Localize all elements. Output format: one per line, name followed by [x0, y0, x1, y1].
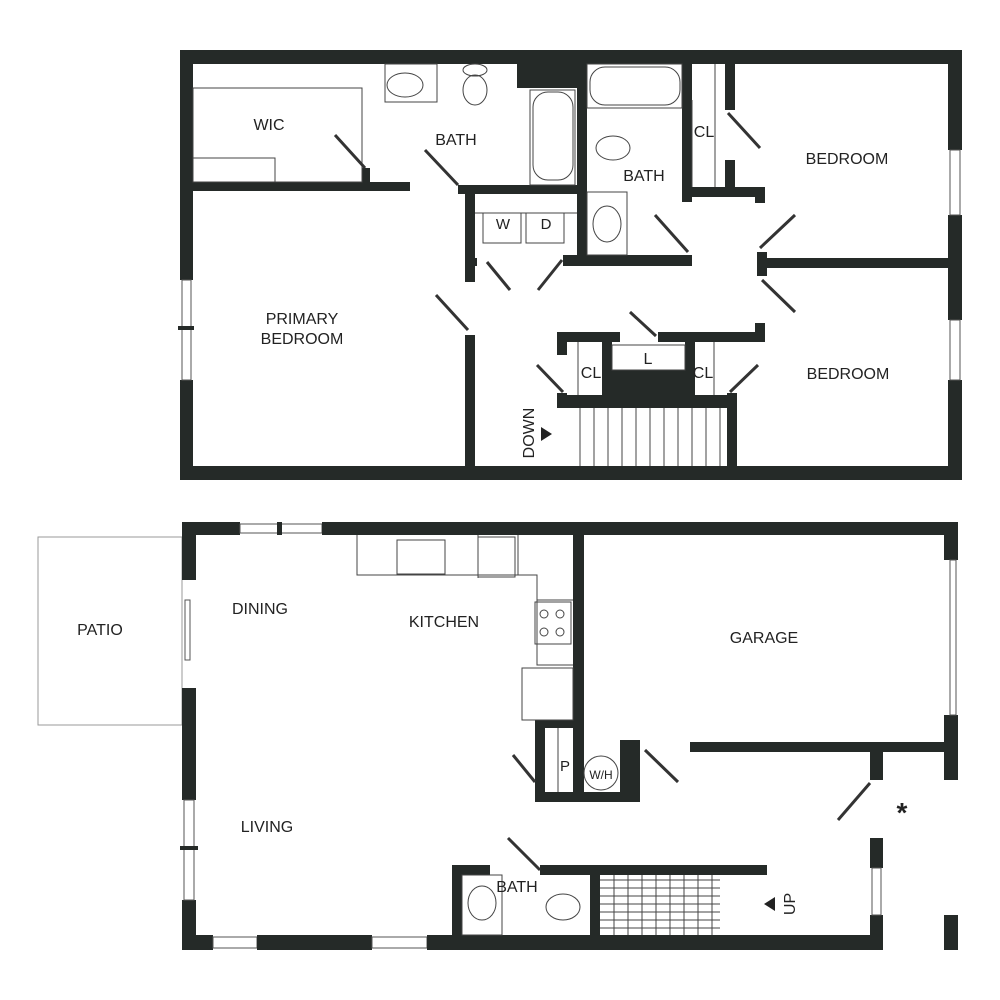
dryer-label: D	[541, 216, 552, 233]
door-laundry-left[interactable]	[485, 261, 512, 291]
stairs-down-label: DOWN	[521, 408, 538, 459]
room-label-bedroom: BEDROOM	[806, 151, 889, 168]
door-laundry-right[interactable]	[536, 259, 564, 291]
upper-doors	[333, 111, 797, 394]
lower-walls	[180, 522, 958, 950]
stove-icon	[534, 601, 572, 645]
water-heater-icon	[583, 755, 619, 791]
upper-walls	[178, 50, 962, 480]
room-label-kitchen: KITCHEN	[409, 614, 479, 631]
water-heater-label: W/H	[589, 768, 612, 782]
toilet-icon	[595, 135, 631, 161]
room-label-bedroom: BEDROOM	[807, 366, 890, 383]
arrow-left-icon	[764, 897, 775, 911]
room-label-hall-bath: BATH	[623, 168, 664, 185]
lower-floor: PATIO DINING KITCHEN GARAGE P W/H LIVING…	[37, 522, 958, 950]
room-label-primary-bath: BATH	[435, 132, 476, 149]
upper-floor: WIC BATH BATH CL BEDROOM W D PRIMARY BED…	[178, 50, 962, 480]
toilet-icon	[462, 74, 488, 106]
upper-fixtures	[192, 63, 716, 395]
door-closet-3[interactable]	[728, 363, 760, 394]
room-label-closet: CL	[693, 365, 714, 382]
room-label-garage: GARAGE	[730, 630, 798, 647]
room-label-wic: WIC	[253, 117, 284, 134]
lower-doors	[506, 748, 872, 872]
lower-stairs[interactable]	[600, 875, 775, 935]
sliding-door[interactable]	[184, 599, 191, 661]
dishwasher-icon	[521, 667, 574, 721]
refrigerator-icon	[477, 536, 516, 578]
room-label-closet: CL	[581, 365, 602, 382]
entry-marker: *	[897, 797, 908, 828]
toilet-icon	[545, 893, 581, 921]
upper-stairs[interactable]	[541, 408, 721, 466]
room-label-linen: L	[644, 351, 653, 368]
sink-icon	[467, 885, 497, 921]
kitchen-sink-icon	[396, 539, 446, 575]
room-label-pantry: P	[560, 758, 570, 775]
washer-label: W	[496, 216, 511, 233]
stairs-up-label: UP	[782, 893, 799, 915]
door-linen[interactable]	[628, 310, 658, 338]
washer-icon	[482, 212, 522, 244]
lower-fixtures	[356, 535, 619, 936]
door-bedroom-1[interactable]	[758, 213, 797, 250]
bathtub-icon	[529, 89, 576, 186]
door-primary-bath[interactable]	[423, 148, 460, 187]
door-pantry[interactable]	[511, 754, 537, 783]
door-primary-bedroom[interactable]	[434, 293, 470, 332]
door-closet-2[interactable]	[535, 363, 565, 394]
patio	[37, 536, 183, 726]
door-wic[interactable]	[333, 133, 367, 170]
sink-icon	[386, 72, 424, 98]
room-label-primary-bedroom: PRIMARY	[266, 311, 339, 328]
door-entry[interactable]	[836, 782, 872, 821]
door-closet-1[interactable]	[726, 111, 762, 150]
dryer-icon	[525, 212, 565, 244]
room-label-primary-bedroom-2: BEDROOM	[261, 331, 344, 348]
bathtub-icon	[586, 63, 683, 109]
arrow-right-icon	[541, 427, 552, 441]
door-bath[interactable]	[506, 836, 542, 872]
room-label-closet: CL	[694, 124, 715, 141]
room-label-patio: PATIO	[77, 622, 123, 639]
sink-icon	[592, 205, 622, 243]
door-bedroom-2[interactable]	[760, 278, 797, 314]
door-hall-bath[interactable]	[653, 214, 690, 253]
room-label-living: LIVING	[241, 819, 293, 836]
room-label-bath: BATH	[496, 879, 537, 896]
door-water-heater[interactable]	[643, 748, 680, 784]
room-label-dining: DINING	[232, 601, 288, 618]
